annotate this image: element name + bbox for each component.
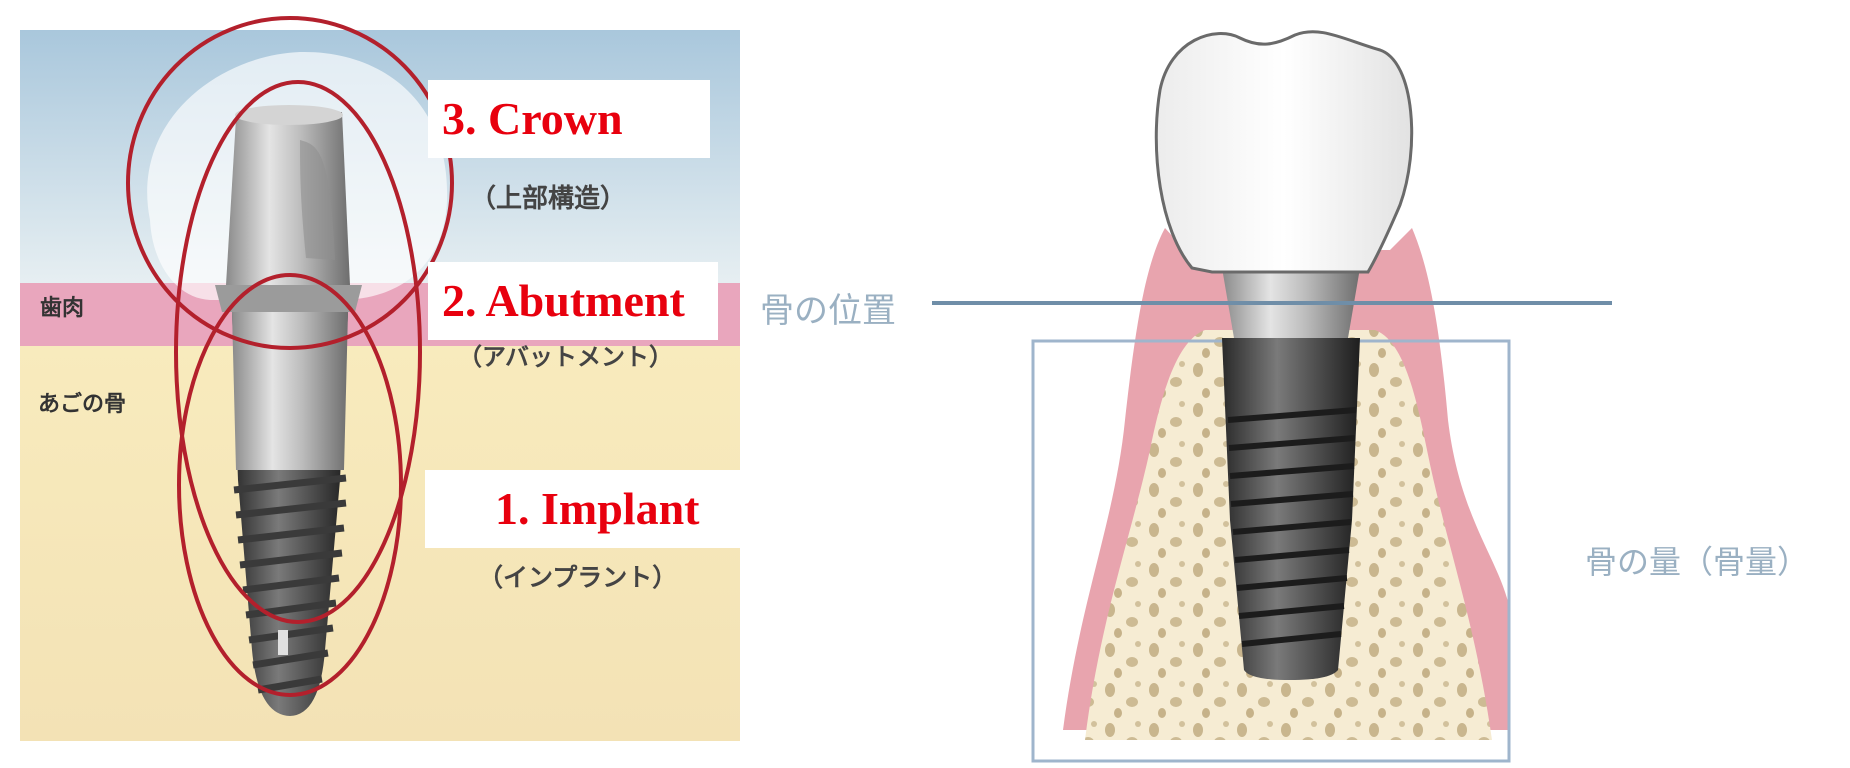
label-crown: 3. Crown [428, 80, 710, 158]
label-implant: 1. Implant [425, 470, 783, 548]
abutment-top [235, 105, 343, 125]
bone-position-label: 骨の位置 [760, 283, 896, 332]
bone-volume-label: 骨の量（骨量） [1585, 537, 1809, 583]
implant-collar [232, 312, 348, 470]
jp-label-gum: 歯肉 [40, 290, 84, 322]
right-implant [1222, 338, 1360, 680]
label-abutment: 2. Abutment [428, 262, 718, 340]
jp-label-implant: （インプラント） [478, 558, 677, 594]
implant-vent [278, 630, 288, 655]
jp-label-abutment: （アバットメント） [458, 337, 673, 372]
right-crown [1156, 32, 1411, 272]
right-panel [932, 32, 1612, 761]
jp-label-jaw-bone: あごの骨 [38, 386, 126, 418]
jp-label-crown: （上部構造） [470, 178, 626, 215]
